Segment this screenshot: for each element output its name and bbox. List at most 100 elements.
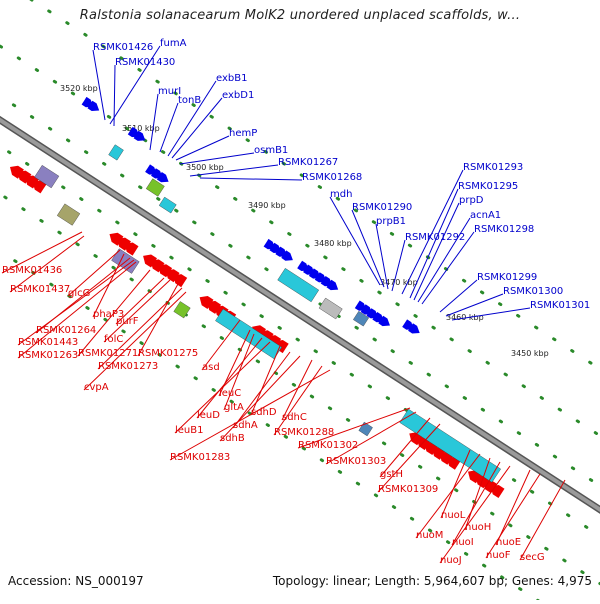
- leader-line: [97, 287, 183, 370]
- bottom-gene-label: RSMK01288: [274, 427, 334, 438]
- top-gene-label: fumA: [160, 38, 187, 49]
- bottom-gene-label: RSMK01283: [170, 452, 230, 463]
- feature-block: [353, 310, 370, 327]
- bottom-gene-label: RSMK01264: [36, 325, 96, 336]
- bottom-gene-label: sdhC: [282, 412, 307, 423]
- bottom-gene-label: folC: [104, 334, 123, 345]
- bottom-gene-label: RSMK01437: [10, 284, 70, 295]
- bottom-gene-label: leuD: [197, 410, 220, 421]
- leader-line: [297, 407, 411, 449]
- scale-label: 3460 kbp: [446, 313, 484, 322]
- leader-line: [9, 235, 85, 293]
- bottom-gene-label: RSMK01443: [18, 337, 78, 348]
- leader-line: [351, 209, 385, 288]
- leader-line: [519, 479, 566, 561]
- accession-text: Accession: NS_000197: [8, 574, 144, 588]
- leader-line: [421, 231, 475, 305]
- top-gene-label: RSMK01267: [278, 157, 338, 168]
- scale-label: 3480 kbp: [314, 239, 352, 248]
- leader-line: [329, 196, 381, 286]
- reverse-gene: [124, 242, 139, 256]
- top-gene-label: prpD: [459, 195, 484, 206]
- top-gene-label: exbD1: [222, 90, 254, 101]
- leader-line: [401, 169, 464, 295]
- reverse-gene: [483, 480, 497, 494]
- bottom-gene-label: sdhB: [220, 433, 245, 444]
- reverse-gene: [199, 296, 214, 309]
- leader-line: [77, 269, 151, 357]
- bottom-gene-label: nuoH: [465, 522, 491, 533]
- top-gene-label: RSMK01426: [93, 42, 153, 53]
- leader-line: [409, 188, 459, 299]
- leader-line: [189, 164, 279, 177]
- leader-line: [92, 49, 106, 121]
- leader-line: [17, 261, 137, 359]
- feature-block: [318, 297, 343, 320]
- top-gene-label: RSMK01300: [503, 286, 563, 297]
- leader-line: [149, 93, 159, 151]
- bottom-gene-label: RSMK01263: [18, 350, 78, 361]
- leader-line: [17, 259, 135, 346]
- leader-line: [92, 253, 125, 318]
- bottom-gene-label: cvpA: [84, 382, 109, 393]
- leader-line: [445, 293, 504, 317]
- leader-line: [103, 279, 171, 343]
- forward-gene: [87, 100, 100, 111]
- leader-line: [325, 411, 417, 465]
- bottom-gene-label: phaP3: [93, 309, 124, 320]
- forward-gene: [326, 279, 339, 291]
- leader-line: [167, 80, 217, 157]
- leader-line: [201, 319, 241, 371]
- bottom-gene-label: sdhA: [233, 420, 258, 431]
- forward-gene: [378, 315, 390, 327]
- leader-line: [179, 152, 255, 165]
- top-gene-label: mdh: [330, 189, 352, 200]
- guide-track-1: [0, 44, 600, 438]
- bottom-gene-label: RSMK01273: [98, 361, 158, 372]
- leader-line: [413, 202, 460, 301]
- guide-track-0: [29, 0, 600, 371]
- bottom-gene-label: RSMK01303: [326, 456, 386, 467]
- leader-line: [485, 473, 541, 559]
- top-gene-label: RSMK01268: [302, 172, 362, 183]
- bottom-gene-label: glcG: [68, 288, 90, 299]
- bottom-gene-label: RSMK01436: [2, 265, 62, 276]
- leader-line: [113, 64, 116, 127]
- top-gene-label: RSMK01299: [477, 272, 537, 283]
- top-gene-label: RSMK01293: [463, 162, 523, 173]
- leader-line: [415, 453, 481, 539]
- forward-gene: [408, 323, 420, 334]
- leader-line: [175, 135, 230, 161]
- leader-line: [391, 239, 406, 292]
- leader-line: [464, 457, 491, 531]
- feature-block: [34, 164, 60, 189]
- genome-backbone: [0, 117, 600, 513]
- topology-text: Topology: linear; Length: 5,964,607 bp; …: [272, 574, 592, 588]
- bottom-gene-label: nuoE: [496, 537, 521, 548]
- reverse-gene: [158, 264, 173, 278]
- bottom-gene-label: nuoM: [416, 530, 443, 541]
- reverse-gene: [173, 274, 188, 288]
- leader-line: [495, 469, 531, 546]
- bottom-gene-label: gltA: [224, 402, 244, 413]
- leader-line: [199, 177, 303, 181]
- bottom-gene-label: nuoJ: [440, 555, 462, 566]
- guide-track-3: [0, 144, 600, 538]
- leader-line: [379, 417, 431, 478]
- leader-line: [417, 217, 471, 303]
- bottom-gene-label: gstH: [380, 469, 403, 480]
- feature-block: [145, 178, 165, 197]
- leader-line: [451, 461, 501, 546]
- feature-block: [277, 268, 320, 303]
- leader-line: [451, 307, 531, 321]
- leader-line: [174, 341, 271, 434]
- bottom-gene-label: nuoL: [441, 510, 466, 521]
- top-gene-label: acnA1: [470, 210, 501, 221]
- leader-line: [1, 231, 83, 274]
- scale-label: 3450 kbp: [511, 349, 549, 358]
- leader-line: [273, 365, 323, 436]
- reverse-gene: [117, 237, 131, 251]
- leader-line: [115, 277, 165, 325]
- top-gene-label: RSMK01295: [458, 181, 518, 192]
- bottom-gene-label: purF: [116, 316, 139, 327]
